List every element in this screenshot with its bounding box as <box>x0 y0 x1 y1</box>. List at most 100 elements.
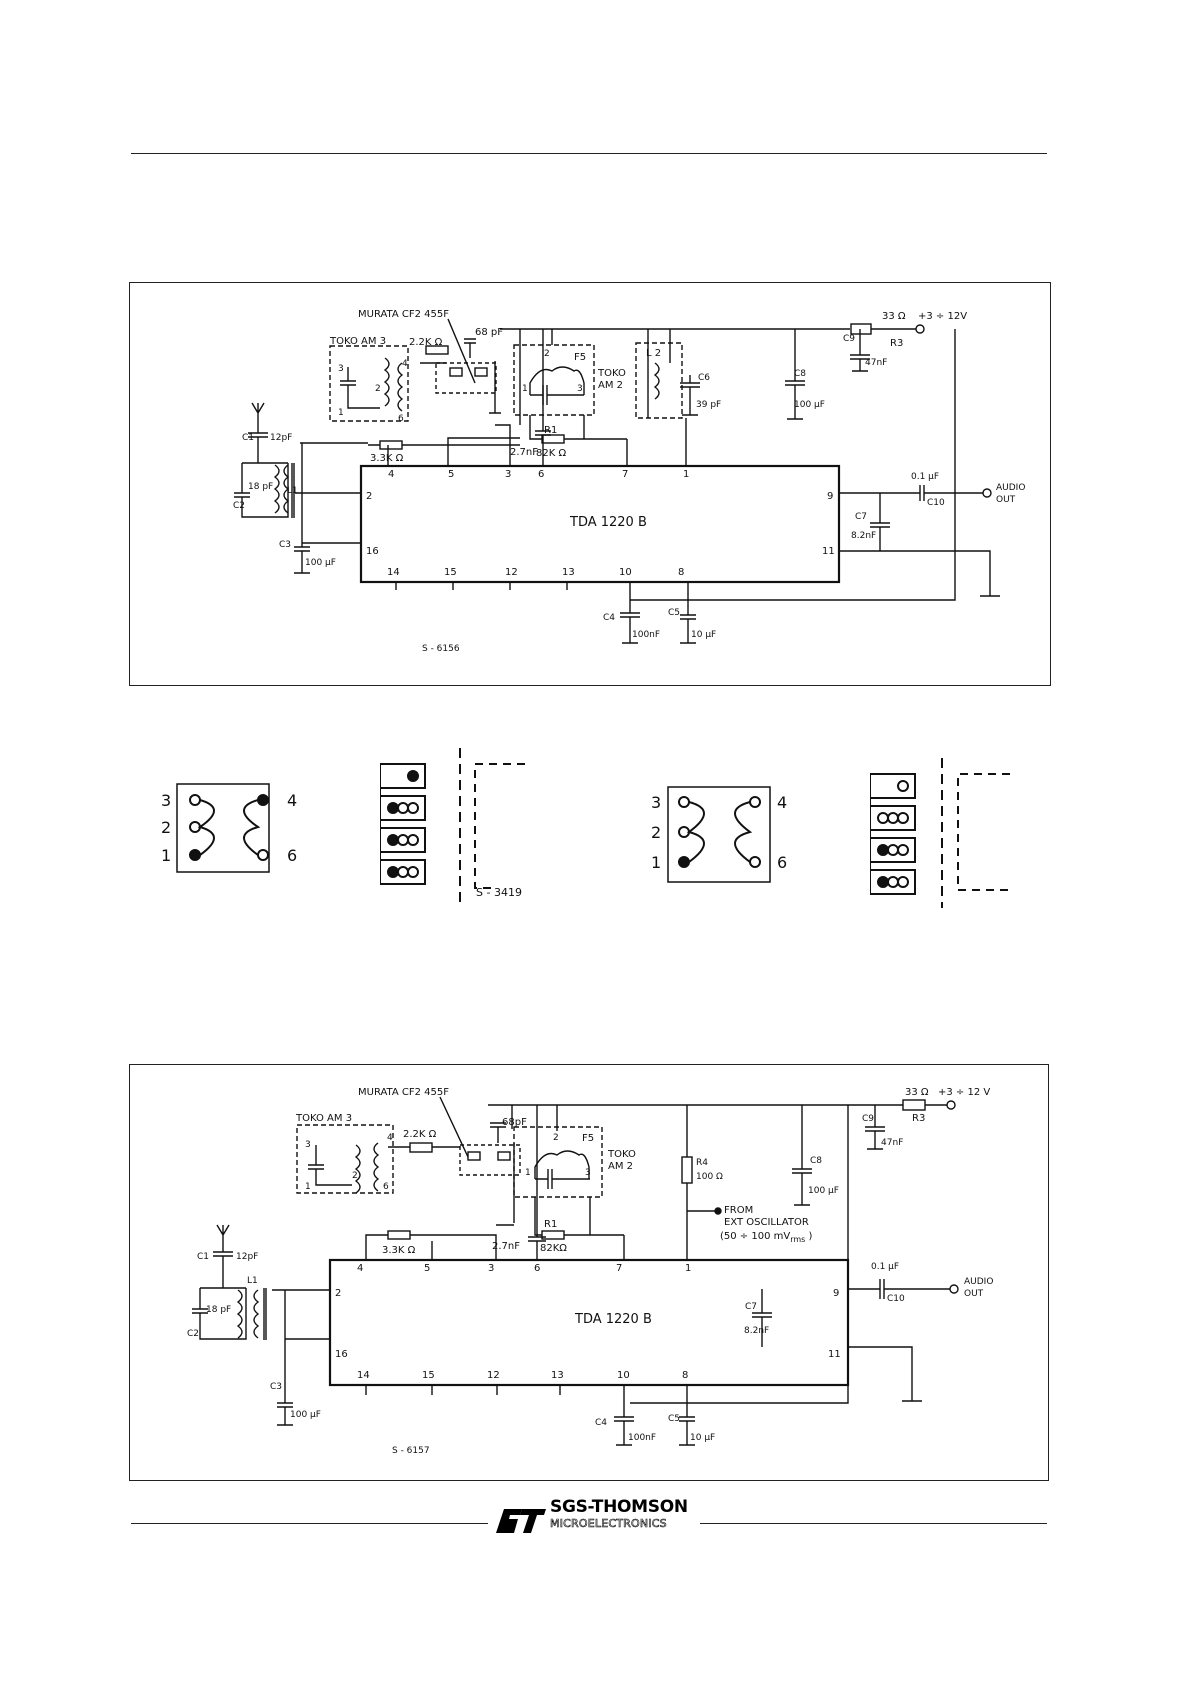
ext-osc-label: EXT OSCILLATOR <box>724 1217 809 1228</box>
am3-pin-4: 4 <box>402 359 408 369</box>
pin-1: 1 <box>683 469 689 480</box>
pin2-3: 3 <box>488 1263 494 1274</box>
pin-9: 9 <box>827 491 833 502</box>
c3-label-2: C3 <box>270 1382 282 1392</box>
audio-label: AUDIO <box>996 483 1025 493</box>
pin2-1: 1 <box>685 1263 691 1274</box>
r3-label: R3 <box>890 338 903 349</box>
c68-label: 68 pF <box>475 327 503 338</box>
ic-label-2: TDA 1220 B <box>574 1312 652 1327</box>
pin-5: 5 <box>448 469 454 480</box>
footer-rule-left <box>131 1523 488 1524</box>
am3-pin-3: 3 <box>338 364 344 374</box>
circuit-diagram-1: TDA 1220 B 4 5 3 6 7 1 2 16 9 11 14 15 1… <box>129 282 1051 686</box>
coil-left-pin-1: 1 <box>161 846 171 865</box>
c9-value: 47nF <box>865 358 887 368</box>
pin-11: 11 <box>822 546 835 557</box>
coil-right-right-labels: 4 6 <box>775 785 805 885</box>
footer-rule-right <box>700 1523 1047 1524</box>
pin-8: 8 <box>678 567 684 578</box>
c9-label: C9 <box>843 334 855 344</box>
header-rule <box>131 153 1047 154</box>
pin2-9: 9 <box>833 1288 839 1299</box>
am3b-pin-4: 4 <box>387 1133 393 1143</box>
pin-3: 3 <box>505 469 511 480</box>
r2k2-label: 2.2K Ω <box>409 337 443 348</box>
sgs-thomson-logo: SGS-THOMSON MICROELECTRONICS <box>488 1497 703 1537</box>
c8-label: C8 <box>794 369 806 379</box>
c10-value-2: 0.1 µF <box>871 1262 899 1272</box>
toko-am2-sub-2: AM 2 <box>608 1161 633 1172</box>
c10-label-2: C10 <box>887 1294 905 1304</box>
am3-pin-6: 6 <box>398 414 404 424</box>
coil-code-left: S - 3419 <box>476 886 522 899</box>
am3b-pin-6: 6 <box>383 1182 389 1192</box>
pin2-16: 16 <box>335 1349 348 1360</box>
c27-label: 2.7nF <box>510 447 538 458</box>
toko-am3-label-2: TOKO AM 3 <box>295 1113 352 1124</box>
r2k2-label-2: 2.2K Ω <box>403 1129 437 1140</box>
c2-value: 18 pF <box>248 482 273 492</box>
coil-pinout-right: 3 2 1 <box>650 785 780 885</box>
c2-label: C2 <box>233 501 245 511</box>
pin2-10: 10 <box>617 1370 630 1381</box>
c3-value: 100 µF <box>305 558 336 568</box>
pin-10: 10 <box>619 567 632 578</box>
c27-label-2: 2.7nF <box>492 1241 520 1252</box>
pin2-2: 2 <box>335 1288 341 1299</box>
pin2-8: 8 <box>682 1370 688 1381</box>
pin-15: 15 <box>444 567 457 578</box>
coil-pinout-left: 3 2 1 <box>155 780 275 880</box>
coil-right-pin-4: 4 <box>777 793 787 812</box>
toko-am3-label: TOKO AM 3 <box>329 336 386 347</box>
am3-pin-2: 2 <box>375 384 381 394</box>
brand-name: SGS-THOMSON <box>550 1497 688 1517</box>
pin-16: 16 <box>366 546 379 557</box>
c5-label: C5 <box>668 608 680 618</box>
schematic-1: TDA 1220 B 4 5 3 6 7 1 2 16 9 11 14 15 1… <box>233 309 1025 654</box>
am3-pin-1: 1 <box>338 408 344 418</box>
r82k-label-2: 82KΩ <box>540 1243 567 1254</box>
am2b-pin-3: 3 <box>585 1168 591 1178</box>
pin-7: 7 <box>622 469 628 480</box>
coil-left-pin-2: 2 <box>161 818 171 837</box>
am2b-pin-1: 1 <box>525 1168 531 1178</box>
pin2-13: 13 <box>551 1370 564 1381</box>
c10-label: C10 <box>927 498 945 508</box>
out-label: OUT <box>996 495 1016 505</box>
am2-pin-1: 1 <box>522 384 528 394</box>
f5-label-2: F5 <box>582 1133 594 1144</box>
pin2-12: 12 <box>487 1370 500 1381</box>
pin-12: 12 <box>505 567 518 578</box>
pin-6: 6 <box>538 469 544 480</box>
diagram-code-2: S - 6157 <box>392 1446 430 1456</box>
c9-label-2: C9 <box>862 1114 874 1124</box>
coil-footprint-left: S - 3419 <box>379 748 580 908</box>
audio-label-2: AUDIO <box>964 1277 993 1287</box>
diagram-code-1: S - 6156 <box>422 644 460 654</box>
coil-right-pin-1: 1 <box>651 853 661 872</box>
am3b-pin-1: 1 <box>305 1182 311 1192</box>
toko-am2-sub: AM 2 <box>598 380 623 391</box>
c6-value: 39 pF <box>696 400 721 410</box>
schematic-2: TDA 1220 B 4 5 3 6 7 1 2 16 9 11 14 15 1… <box>187 1087 993 1456</box>
ic-tda1220b <box>359 464 841 584</box>
coil-right-pin-3: 3 <box>651 793 661 812</box>
c2-label-2: C2 <box>187 1329 199 1339</box>
pin2-4: 4 <box>357 1263 363 1274</box>
out-label-2: OUT <box>964 1289 984 1299</box>
c8-label-2: C8 <box>810 1156 822 1166</box>
pin-4: 4 <box>388 469 394 480</box>
osc-range-label: (50 ÷ 100 mVrms ) <box>720 1231 813 1244</box>
c1-value-2: 12pF <box>236 1252 258 1262</box>
r82k-label: 82K Ω <box>536 448 566 459</box>
am3b-pin-2: 2 <box>352 1171 358 1181</box>
c9-value-2: 47nF <box>881 1138 903 1148</box>
c4-label-2: C4 <box>595 1418 607 1428</box>
c4-value-2: 100nF <box>628 1433 656 1443</box>
pin-2: 2 <box>366 491 372 502</box>
supply-label-2: +3 ÷ 12 V <box>938 1087 990 1098</box>
c7-value: 8.2nF <box>851 531 876 541</box>
r1-label-2: R1 <box>544 1219 557 1230</box>
r3-label-2: R3 <box>912 1113 925 1124</box>
